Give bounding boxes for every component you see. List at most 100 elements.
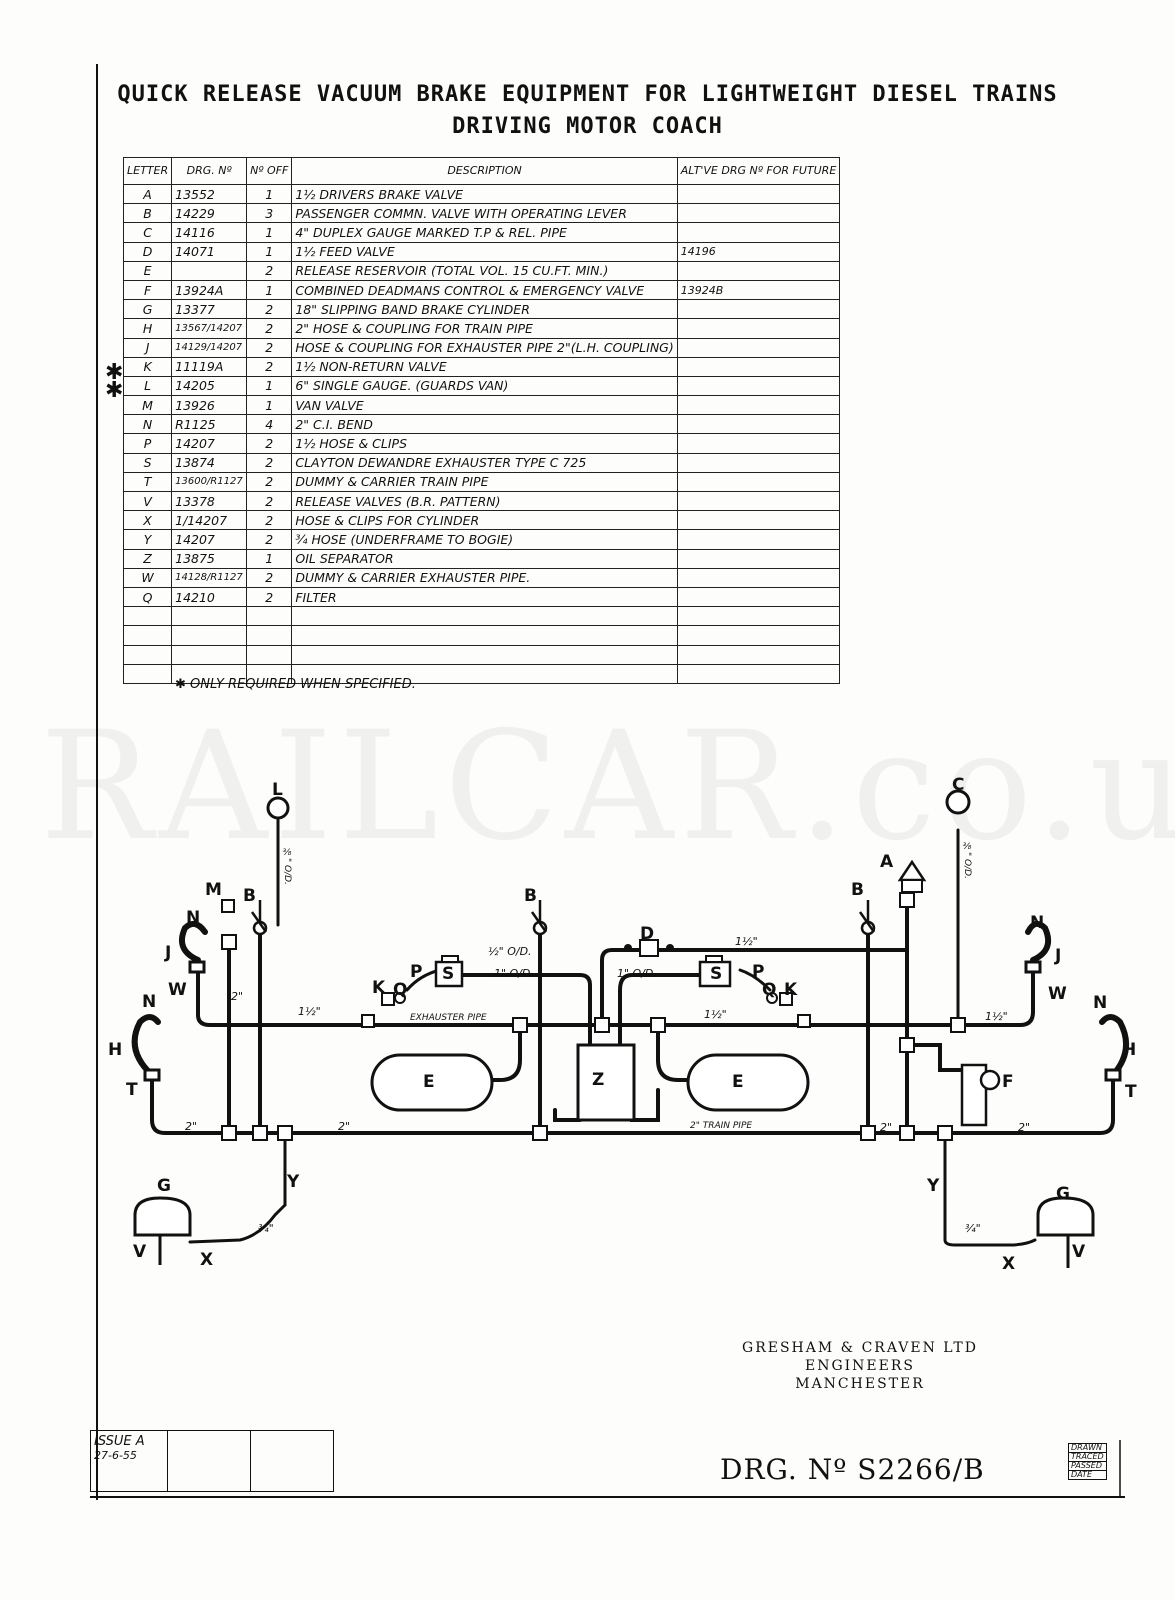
hose-J (179, 920, 208, 963)
label-B-3: B (851, 880, 864, 900)
cell-letter: C (122, 222, 173, 243)
label-X-1: X (200, 1250, 214, 1270)
cell-no: 1 (246, 375, 293, 397)
cell-desc: PASSENGER COMMN. VALVE WITH OPERATING LE… (291, 203, 678, 224)
label-W-2: W (1048, 984, 1067, 1004)
pipe-size-half-od: ½" O/D. (488, 945, 532, 958)
issue-cell-2 (167, 1430, 251, 1492)
exhauster-S-left (434, 960, 464, 988)
pipe-size-15-1: 1½" (298, 1005, 321, 1018)
cell-desc: 1½ FEED VALVE (291, 241, 678, 262)
cell-desc: DUMMY & CARRIER TRAIN PIPE (291, 471, 678, 493)
reservoir-E-right (686, 1053, 810, 1112)
brake-valve-A (897, 859, 927, 882)
cell-desc: 2" C.I. BEND (291, 414, 678, 435)
cell-drg: 11119A (171, 356, 248, 377)
van-valve-M (221, 899, 235, 913)
maker-line-1: GRESHAM & CRAVEN LTD (742, 1340, 978, 1356)
cell-drg: R1125 (171, 414, 248, 435)
cell-alt (676, 414, 841, 435)
label-V-2: V (1072, 1242, 1086, 1262)
cell-desc: 4" DUPLEX GAUGE MARKED T.P & REL. PIPE (291, 222, 678, 243)
label-Y-1: Y (287, 1172, 300, 1192)
cell-alt (676, 356, 841, 377)
issue-cell: ISSUE A 27-6-55 (90, 1430, 168, 1492)
label-Q-2: Q (762, 980, 777, 1000)
pipe-size-15-2: 1½" (704, 1008, 727, 1021)
cell-drg: 14071 (171, 241, 248, 262)
cell-letter: B (122, 203, 173, 224)
header-description: DESCRIPTION (291, 157, 678, 185)
cell-letter: P (122, 433, 173, 454)
exhauster-pipe-label: EXHAUSTER PIPE (410, 1013, 487, 1023)
pipe-size-2in-2: 2" (338, 1120, 351, 1133)
brake-cylinder-G-right (1036, 1196, 1095, 1237)
label-G-2: G (1056, 1184, 1070, 1204)
cell-alt (676, 452, 841, 473)
pipe-size-1-od-2: 1" O/D. (617, 967, 657, 980)
label-F: F (1002, 1072, 1014, 1092)
gauge-C (945, 789, 971, 815)
title-line-1: QUICK RELEASE VACUUM BRAKE EQUIPMENT FOR… (117, 82, 1058, 107)
label-N-3: N (142, 992, 157, 1012)
cell-drg: 14207 (171, 433, 248, 454)
label-A: A (880, 852, 894, 872)
oil-separator-Z (576, 1043, 636, 1122)
empty-row (122, 663, 841, 684)
cell-letter: J (122, 337, 173, 358)
label-E-1: E (423, 1072, 435, 1092)
pipe-size-34-1: ¾" (258, 1222, 274, 1235)
cell-desc: 1½ NON-RETURN VALVE (291, 356, 678, 377)
empty-cell (246, 663, 293, 684)
drawing-number: DRG. Nº S2266/B (720, 1453, 985, 1486)
cell-letter: N (122, 414, 173, 435)
empty-cell (291, 663, 678, 684)
cell-desc: RELEASE RESERVOIR (TOTAL VOL. 15 CU.FT. … (291, 260, 678, 281)
label-K-2: K (784, 980, 798, 1000)
sign-date: DATE (1068, 1470, 1107, 1480)
cell-letter: D (122, 241, 173, 262)
label-H-1: H (108, 1040, 123, 1060)
cell-desc: RELEASE VALVES (B.R. PATTERN) (291, 490, 678, 512)
cell-letter: L (122, 375, 173, 397)
cell-alt: 14196 (676, 241, 841, 262)
pipe-size-2in-4: 2" (1018, 1121, 1031, 1134)
cell-drg: 14116 (171, 222, 248, 243)
cell-letter: F (122, 279, 173, 301)
cell-no: 2 (246, 318, 293, 339)
label-Q-1: Q (393, 980, 408, 1000)
cell-no: 2 (246, 452, 293, 473)
pipe-size-15-4: 1½" (735, 935, 758, 948)
gauge-L (266, 796, 290, 820)
cell-drg: 13924A (171, 279, 248, 301)
star-mark-M: ✱ (105, 378, 124, 403)
pipe-size-15-3: 1½" (985, 1010, 1008, 1023)
cell-desc: CLAYTON DEWANDRE EXHAUSTER TYPE C 725 (291, 452, 678, 473)
cell-drg: 13926 (171, 395, 248, 416)
label-N-4: N (1093, 993, 1108, 1013)
issue-date: 27-6-55 (94, 1449, 137, 1462)
cell-no: 2 (246, 260, 293, 281)
label-W-1: W (168, 980, 187, 1000)
cell-no: 2 (246, 356, 293, 377)
cell-no: 1 (246, 279, 293, 301)
label-K-1: K (372, 978, 386, 998)
cell-no: 1 (246, 241, 293, 262)
cell-drg: 14210 (171, 586, 248, 608)
title-line-2: DRIVING MOTOR COACH (452, 114, 723, 139)
cell-drg: 14205 (171, 375, 248, 397)
cell-desc: 2" HOSE & COUPLING FOR TRAIN PIPE (291, 318, 678, 339)
issue-cell-3 (250, 1430, 334, 1492)
cell-desc: OIL SEPARATOR (291, 548, 678, 569)
